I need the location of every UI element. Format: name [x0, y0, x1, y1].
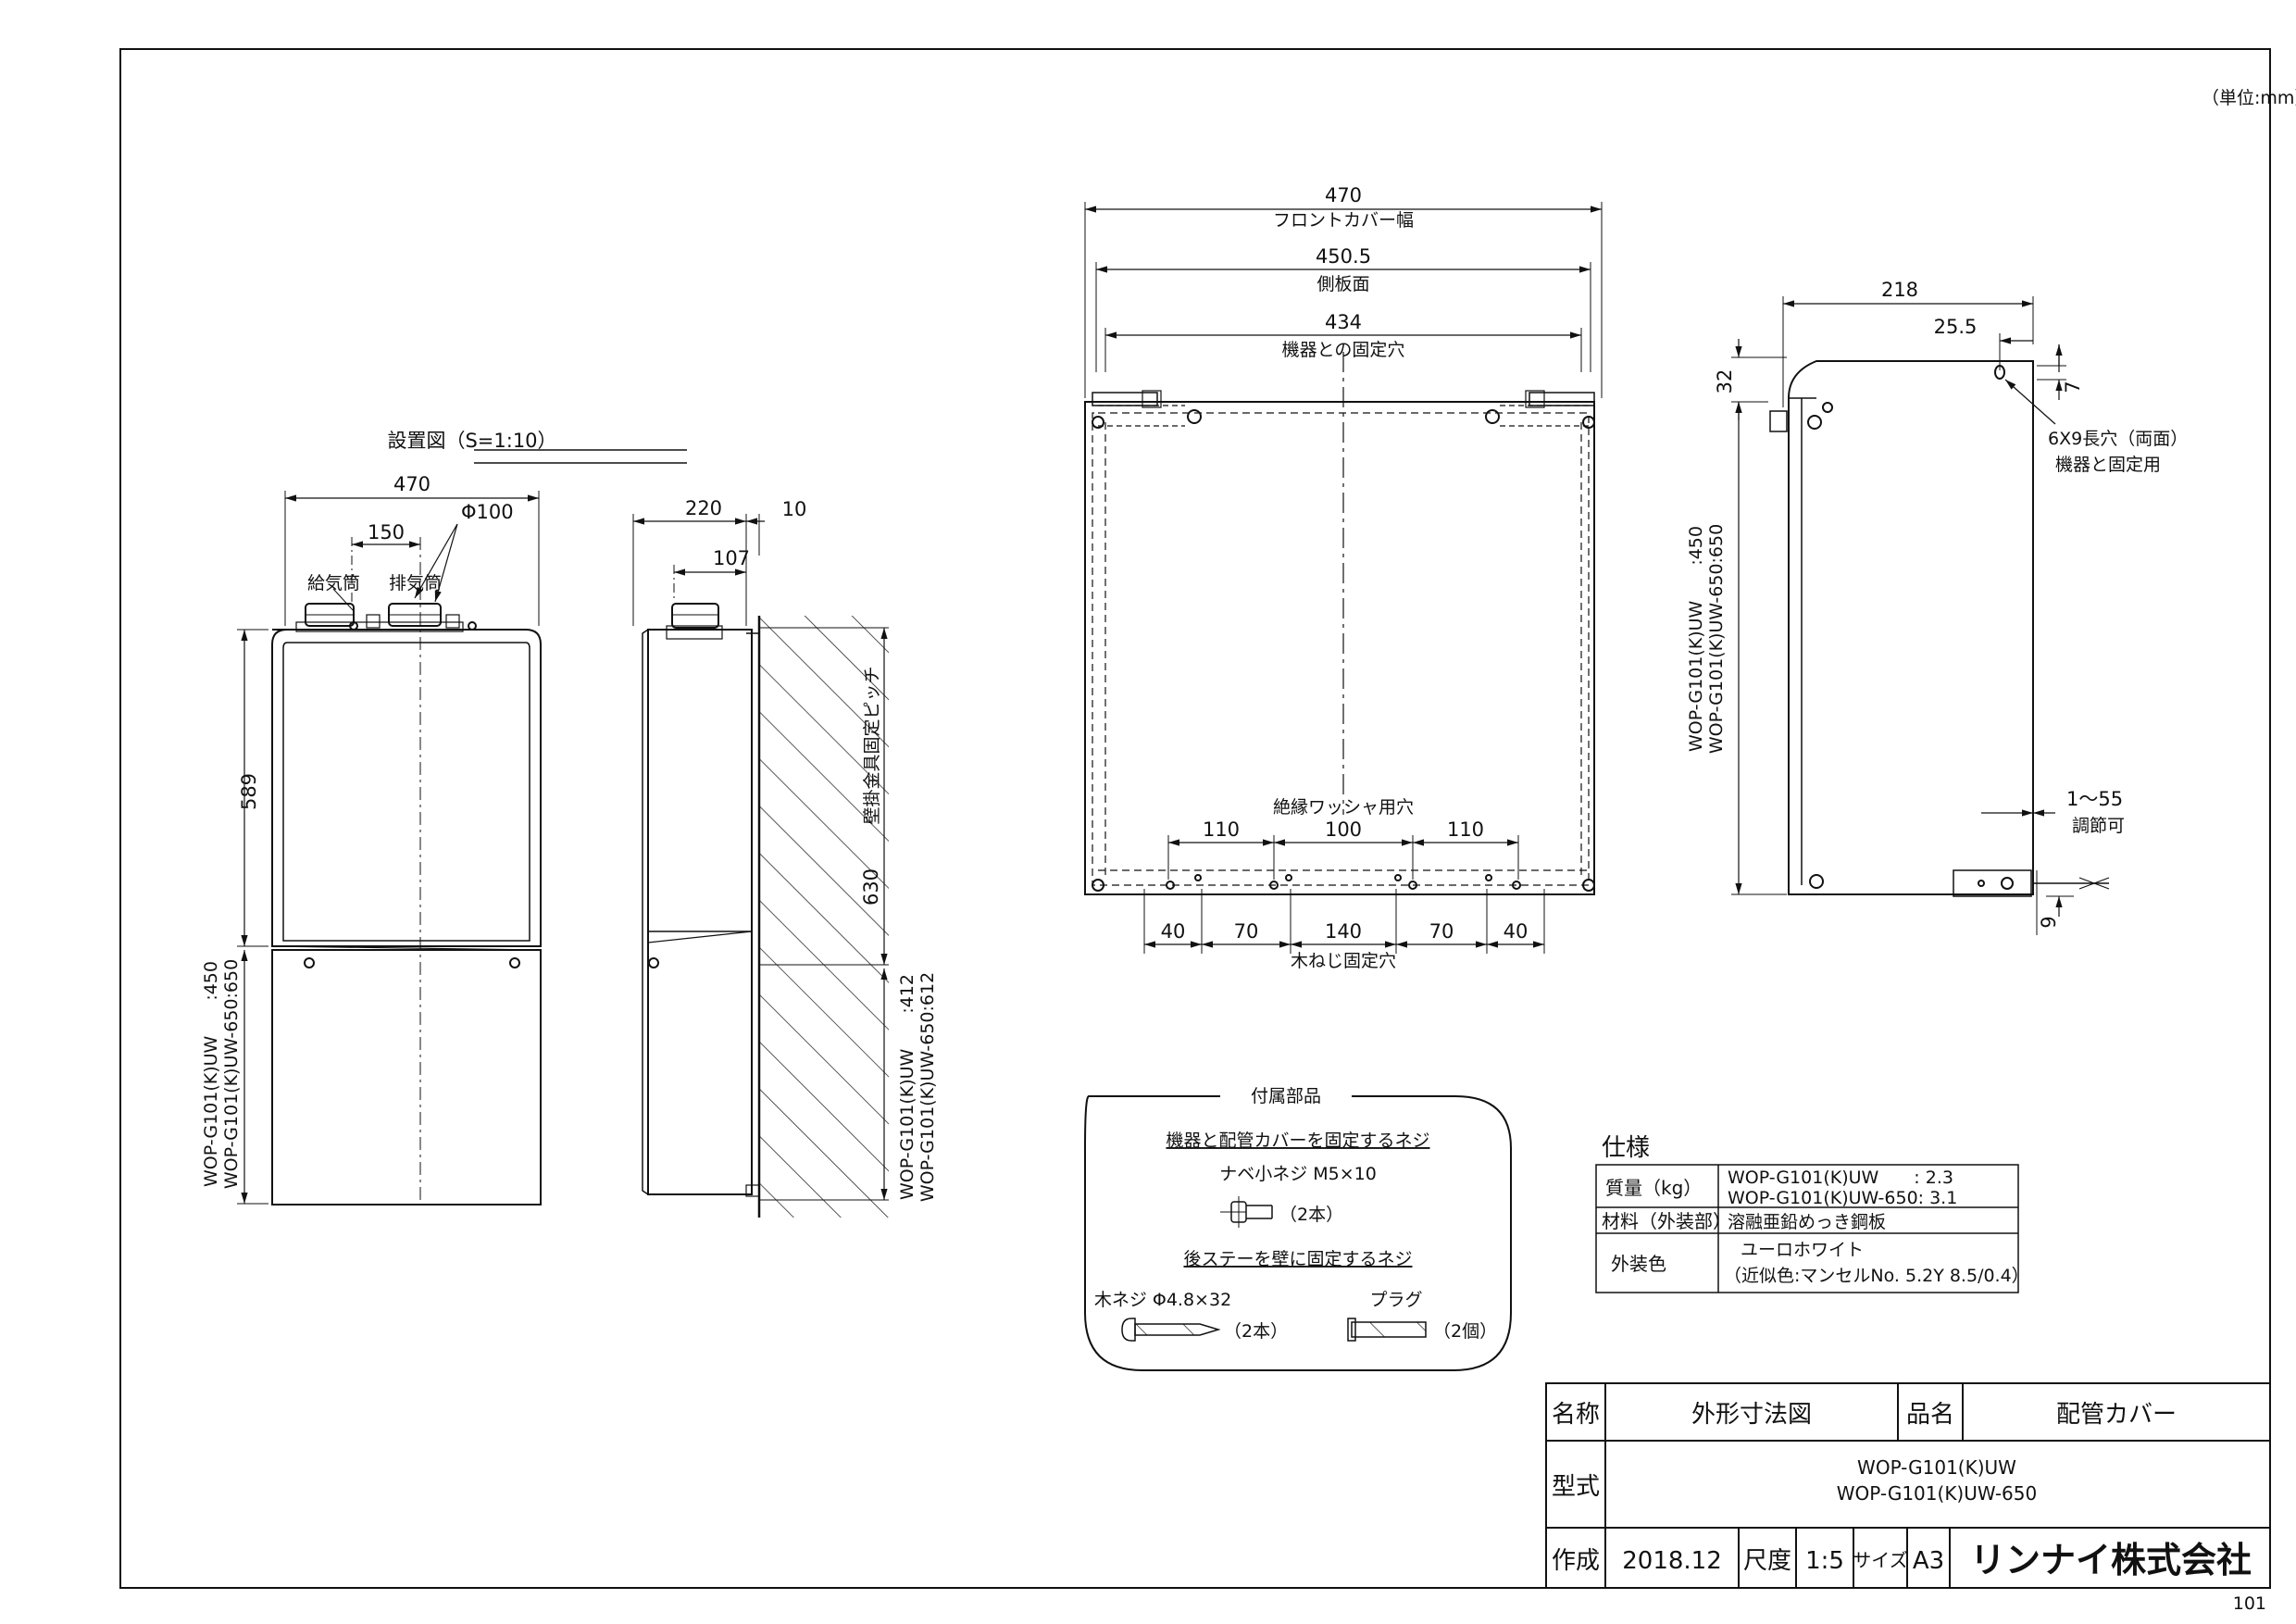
- side-model-a: WOP-G101(K)UW :412: [897, 974, 917, 1200]
- rside-adjust: 1～55: [2066, 788, 2123, 810]
- install-phi: Φ100: [461, 501, 514, 523]
- exhaust-label: 排気筒: [389, 573, 442, 593]
- parts-qty1: （2本）: [1279, 1205, 1343, 1225]
- parts-title: 付属部品: [1251, 1086, 1321, 1106]
- tb-company: リンナイ株式会社: [1970, 1540, 2252, 1580]
- spec-row2-label: 材料（外装部）: [1602, 1210, 1731, 1232]
- rside-slot-desc: 機器と固定用: [2055, 455, 2161, 475]
- spec-row2-v1: 溶融亜鉛めっき鋼板: [1728, 1212, 1886, 1232]
- screw-s2: 70: [1234, 920, 1259, 943]
- rside-hole-v: 7: [2062, 381, 2084, 393]
- front-d1: 470: [1325, 184, 1362, 206]
- side-model-b: WOP-G101(K)UW-650:612: [917, 972, 938, 1202]
- parts-sec1: 機器と配管カバーを固定するネジ: [1166, 1131, 1429, 1151]
- screw-s4: 70: [1429, 920, 1454, 943]
- spec-labels: 仕様 質量（kg） WOP-G101(K)UW : 2.3 WOP-G101(K…: [1602, 1134, 2029, 1286]
- front-d3: 434: [1325, 311, 1362, 333]
- front-d2-label: 側板面: [1316, 274, 1369, 294]
- title-block-labels: 名称 外形寸法図 品名 配管カバー 型式 WOP-G101(K)UW WOP-G…: [1552, 1401, 2252, 1580]
- spec-row1-v2: WOP-G101(K)UW-650: 3.1: [1728, 1188, 1957, 1208]
- rside-slot: 6X9長穴（両面）: [2048, 429, 2188, 449]
- install-pitch: 150: [368, 521, 405, 543]
- intake-label: 給気筒: [307, 573, 360, 593]
- screw-s1: 40: [1161, 920, 1186, 943]
- accessories-labels: 付属部品 機器と配管カバーを固定するネジ ナベ小ネジ M5×10 （2本） 後ス…: [1094, 1086, 1497, 1342]
- side-gap: 10: [782, 498, 807, 520]
- install-model-a: WOP-G101(K)UW :450: [201, 961, 221, 1187]
- front-d2: 450.5: [1316, 245, 1371, 268]
- rside-depth: 218: [1881, 279, 1918, 301]
- front-cover-view: [1084, 202, 1603, 954]
- side-offset: 107: [713, 547, 750, 569]
- side-pitch: 630: [860, 868, 882, 906]
- rside-model-a: WOP-G101(K)UW :450: [1686, 526, 1706, 752]
- install-front-labels: 設置図（S=1:10） 470 150 Φ100 給気筒 排気筒 589 WOP…: [201, 430, 557, 1189]
- screw-label: 木ねじ固定穴: [1291, 951, 1396, 971]
- side-view: [632, 514, 889, 1218]
- tb-scale: 1:5: [1805, 1547, 1844, 1575]
- rside-adjust-label: 調節可: [2072, 816, 2125, 836]
- install-front-view: [237, 449, 687, 1206]
- spec-title: 仕様: [1602, 1134, 1650, 1162]
- tb-date: 2018.12: [1622, 1547, 1722, 1575]
- parts-sec2: 後ステーを壁に固定するネジ: [1183, 1249, 1412, 1269]
- parts-plug: プラグ: [1369, 1290, 1422, 1310]
- rside-model-b: WOP-G101(K)UW-650:650: [1706, 524, 1727, 754]
- spec-row3-label: 外装色: [1611, 1253, 1666, 1275]
- washer-w2: 100: [1325, 818, 1362, 841]
- parts-screw2: 木ネジ Φ4.8×32: [1094, 1290, 1231, 1310]
- front-cover-labels: 470 フロントカバー幅 450.5 側板面 434 機器との固定穴 絶縁ワッシ…: [1161, 184, 1529, 971]
- tb-name: 外形寸法図: [1691, 1401, 1812, 1429]
- right-side-view: [1731, 296, 2110, 935]
- screw-s5: 40: [1504, 920, 1529, 943]
- spec-table: [1595, 1164, 2019, 1293]
- rside-top: 32: [1714, 369, 1736, 394]
- tb-model-label: 型式: [1552, 1473, 1600, 1501]
- spec-row1-label: 質量（kg）: [1605, 1177, 1702, 1199]
- rside-bottom: 9: [2038, 916, 2060, 928]
- tb-size: A3: [1913, 1547, 1944, 1575]
- tb-name-label: 名称: [1552, 1401, 1600, 1429]
- install-height: 589: [238, 773, 260, 810]
- parts-screw1: ナベ小ネジ M5×10: [1219, 1164, 1377, 1184]
- unit-note: （単位:mm）: [2202, 88, 2296, 108]
- spec-row1-v1: WOP-G101(K)UW : 2.3: [1728, 1168, 1953, 1188]
- sheet-border: [119, 48, 2271, 1589]
- washer-w3: 110: [1447, 818, 1484, 841]
- side-view-labels: 220 10 107 630 壁掛金具固定ピッチ WOP-G101(K)UW :…: [685, 497, 938, 1202]
- tb-model1: WOP-G101(K)UW: [1857, 1456, 2016, 1479]
- tb-prod: 配管カバー: [2056, 1401, 2177, 1429]
- tb-scale-label: 尺度: [1743, 1547, 1791, 1575]
- spec-row3-v1: ユーロホワイト: [1741, 1240, 1864, 1260]
- install-model-b: WOP-G101(K)UW-650:650: [221, 959, 242, 1189]
- rside-hole-off: 25.5: [1934, 316, 1978, 338]
- sheet-number: 101: [2233, 1593, 2266, 1614]
- front-d1-label: フロントカバー幅: [1273, 210, 1414, 231]
- washer-w1: 110: [1203, 818, 1240, 841]
- tb-made-label: 作成: [1552, 1547, 1600, 1575]
- accessories-box: [1084, 1095, 1512, 1371]
- title-block: [1545, 1382, 2271, 1589]
- install-title: 設置図（S=1:10）: [387, 430, 556, 452]
- parts-qty2: （2本）: [1224, 1321, 1288, 1342]
- side-depth: 220: [685, 497, 722, 519]
- front-d3-label: 機器との固定穴: [1282, 340, 1405, 360]
- tb-size-label: サイズ: [1853, 1549, 1907, 1571]
- tb-prod-label: 品名: [1906, 1401, 1954, 1429]
- tb-model2: WOP-G101(K)UW-650: [1837, 1482, 2037, 1505]
- right-side-labels: 218 25.5 32 7 6X9長穴（両面） 機器と固定用 WOP-G101(…: [1686, 279, 2188, 929]
- washer-label: 絶縁ワッシャ用穴: [1273, 797, 1414, 818]
- spec-row3-v2: （近似色:マンセルNo. 5.2Y 8.5/0.4）: [1724, 1266, 2029, 1286]
- install-width: 470: [393, 473, 430, 495]
- parts-qty3: （2個）: [1433, 1321, 1497, 1342]
- screw-s3: 140: [1325, 920, 1362, 943]
- side-pitch-label: 壁掛金具固定ピッチ: [862, 666, 882, 824]
